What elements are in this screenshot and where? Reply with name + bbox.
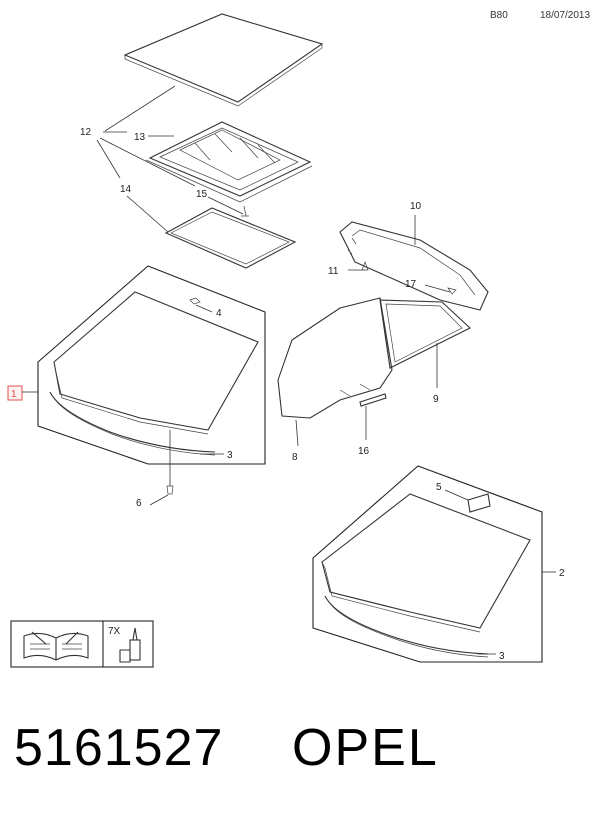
callout-10: 10 <box>410 201 422 212</box>
rear-quarter-window[interactable] <box>339 221 489 311</box>
glass-run-channel[interactable] <box>379 299 471 369</box>
repair-manual-icon <box>23 631 89 661</box>
sealant-cartridge-icon <box>119 627 141 663</box>
callout-1-marker <box>7 385 23 401</box>
callout-15: 15 <box>196 189 208 200</box>
clip-11[interactable] <box>361 261 369 271</box>
legend-box: 7X <box>10 620 154 668</box>
callout-14: 14 <box>120 184 132 195</box>
parts-diagram: 12 13 14 15 4 1 3 6 10 11 17 9 8 16 5 2 … <box>7 13 565 668</box>
brand-name: OPEL <box>292 719 439 777</box>
callout-2: 2 <box>559 568 565 579</box>
callout-1: 1 <box>11 389 17 400</box>
callout-17: 17 <box>405 279 417 290</box>
callout-13: 13 <box>134 132 146 143</box>
callout-6: 6 <box>136 498 142 509</box>
fastener-15[interactable] <box>241 205 249 217</box>
callout-9: 9 <box>433 394 439 405</box>
windshield-group-1[interactable] <box>37 265 266 465</box>
clip-4[interactable] <box>189 297 201 305</box>
callout-4: 4 <box>216 308 222 319</box>
legend-quantity: 7X <box>108 626 121 637</box>
trim-strip-16[interactable] <box>359 393 387 407</box>
callout-5: 5 <box>436 482 442 493</box>
callout-3-upper: 3 <box>227 450 233 461</box>
sunroof-seal[interactable] <box>164 207 297 269</box>
clip-17[interactable] <box>447 287 457 295</box>
door-glass[interactable] <box>277 297 393 419</box>
callout-8: 8 <box>292 452 298 463</box>
part-number: 5161527 <box>14 719 224 777</box>
callout-12: 12 <box>80 127 92 138</box>
sunroof-frame[interactable] <box>145 121 313 203</box>
bracket-5[interactable] <box>467 493 491 513</box>
callout-11: 11 <box>328 266 339 277</box>
roof-panel[interactable] <box>123 13 324 107</box>
callout-16: 16 <box>358 446 370 457</box>
windshield-group-2[interactable] <box>312 465 543 663</box>
callout-3-lower: 3 <box>499 651 505 662</box>
